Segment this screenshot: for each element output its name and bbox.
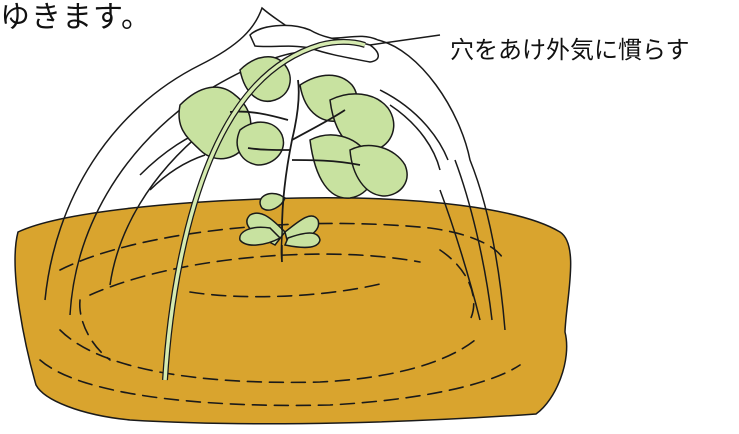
- callout-label: 穴をあけ外気に慣らす: [450, 36, 690, 64]
- callout-leader-line: [369, 34, 441, 46]
- plant-foliage: [178, 56, 408, 199]
- top-caption-fragment: ゆきます。: [0, 0, 152, 35]
- soil-mound: [14, 197, 572, 425]
